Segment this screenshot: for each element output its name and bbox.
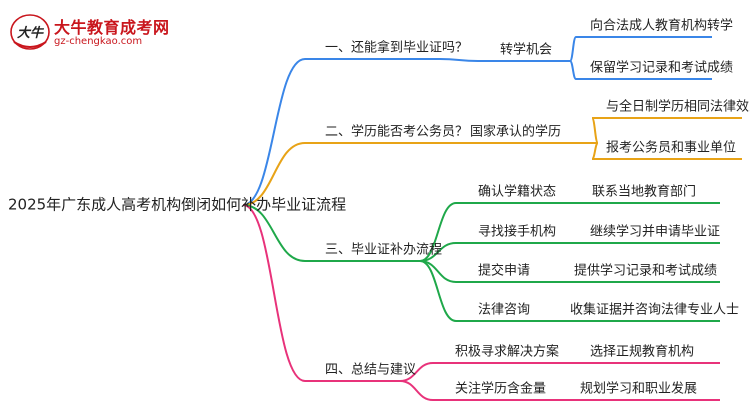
- detail-topic: 继续学习并申请毕业证: [590, 224, 720, 240]
- detail-connector: [591, 117, 599, 144]
- logo-url: gz-chengkao.com: [54, 36, 143, 47]
- detail-topic: 提供学习记录和考试成绩: [574, 263, 717, 279]
- branch-connector: [242, 204, 306, 382]
- subtopic: 国家承认的学历: [470, 124, 561, 140]
- site-logo: 大牛 大牛教育成考网 gz-chengkao.com: [8, 12, 198, 52]
- logo-mark-icon: 大牛: [10, 14, 50, 50]
- detail-topic: 收集证据并咨询法律专业人士: [570, 302, 739, 318]
- detail-connector: [569, 36, 577, 62]
- subtopic-connector: [419, 260, 457, 322]
- branch-connector: [242, 58, 306, 206]
- branch-connector: [242, 204, 306, 262]
- subtopic: 确认学籍状态: [478, 184, 556, 200]
- mind-map-connectors: [242, 36, 742, 401]
- subtopic: 提交申请: [478, 263, 530, 279]
- detail-topic: 联系当地教育部门: [592, 184, 696, 200]
- root-topic: 2025年广东成人高考机构倒闭如何补办毕业证流程: [8, 196, 346, 214]
- detail-connector: [591, 142, 599, 160]
- branch-topic: 四、总结与建议: [325, 363, 416, 378]
- logo-mark-text: 大牛: [17, 25, 45, 41]
- detail-connector: [569, 60, 577, 80]
- subtopic-connector: [399, 380, 434, 401]
- subtopic: 转学机会: [500, 42, 552, 58]
- branch-connector: [242, 142, 306, 206]
- subtopic: 法律咨询: [478, 303, 530, 318]
- subtopic: 寻找接手机构: [478, 224, 556, 240]
- subtopic-connector: [419, 202, 457, 262]
- detail-topic: 规划学习和职业发展: [580, 381, 697, 397]
- detail-topic: 保留学习记录和考试成绩: [590, 60, 733, 76]
- detail-topic: 向合法成人教育机构转学: [590, 18, 733, 34]
- logo-title: 大牛教育成考网: [54, 18, 170, 37]
- subtopic: 积极寻求解决方案: [455, 344, 559, 360]
- subtopic: 关注学历含金量: [455, 381, 546, 397]
- detail-topic: 报考公务员和事业单位: [606, 140, 736, 156]
- mind-map-nodes: 2025年广东成人高考机构倒闭如何补办毕业证流程 一、还能拿到毕业证吗？ 转学机会 向…: [8, 18, 750, 397]
- detail-topic: 选择正规教育机构: [590, 344, 694, 360]
- branch-topic: 三、毕业证补办流程: [325, 243, 442, 258]
- branch-topic: 一、还能拿到毕业证吗？: [325, 40, 468, 56]
- branch-topic: 二、学历能否考公务员？: [325, 124, 468, 140]
- subtopic-connector: [439, 58, 479, 62]
- detail-topic: 与全日制学历相同法律效力: [606, 99, 750, 115]
